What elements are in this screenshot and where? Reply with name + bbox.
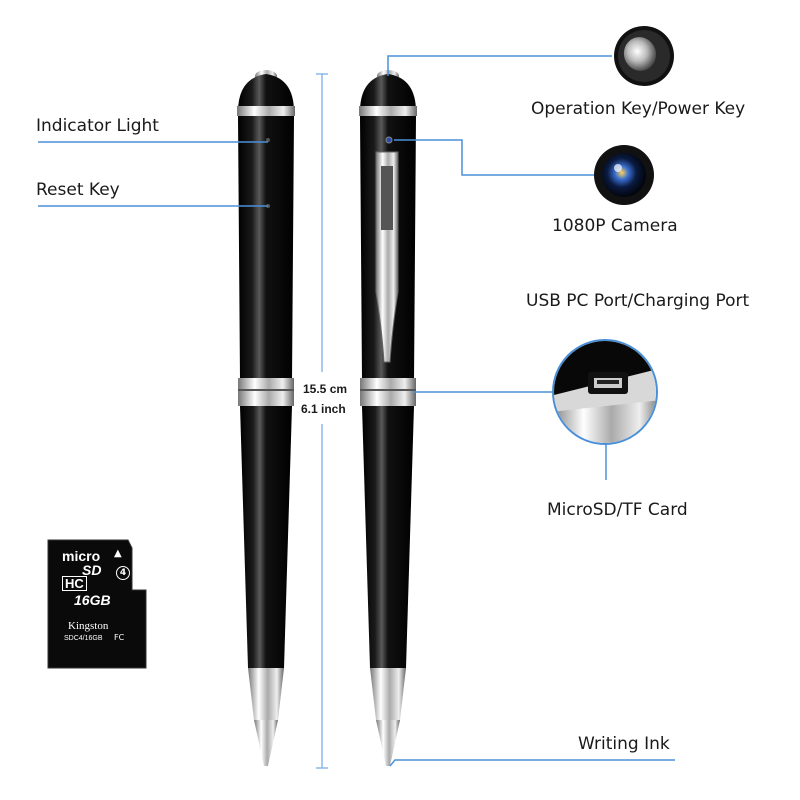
sd-hc-logo: HC bbox=[62, 576, 87, 591]
pen-right-cap bbox=[360, 74, 416, 112]
callout-camera bbox=[394, 139, 598, 176]
pen-left-cap-ring bbox=[237, 106, 295, 116]
camera-lens-dot bbox=[385, 136, 393, 144]
label-writing-ink: Writing Ink bbox=[578, 734, 670, 754]
label-microsd: MicroSD/TF Card bbox=[547, 500, 688, 520]
sd-micro-logo: micro bbox=[62, 548, 101, 564]
sd-brand: Kingston bbox=[68, 620, 109, 632]
dimension-cm: 15.5 cm bbox=[303, 382, 348, 396]
dimension-line bbox=[316, 73, 328, 769]
sd-card-text: micro ▲ SD HC 4 16GB Kingston SDC4/16GB … bbox=[48, 540, 146, 668]
sd-class-badge: 4 bbox=[116, 566, 130, 580]
pen-left-center-band bbox=[238, 378, 294, 406]
operation-key-detail bbox=[614, 26, 674, 86]
pen-right-center-band bbox=[360, 378, 416, 406]
label-usb-port: USB PC Port/Charging Port bbox=[526, 291, 750, 311]
pen-right-clip-grip bbox=[381, 166, 393, 230]
callout-writing-ink bbox=[389, 759, 675, 767]
sd-model: SDC4/16GB bbox=[64, 635, 103, 642]
label-indicator-light: Indicator Light bbox=[36, 116, 159, 136]
pen-right-tip-cone bbox=[370, 668, 406, 720]
pen-left bbox=[237, 70, 295, 766]
sd-fcc-icon: FC bbox=[114, 633, 125, 642]
pen-left-tip bbox=[254, 720, 278, 766]
dimension-inch: 6.1 inch bbox=[301, 402, 346, 416]
pen-left-lower-barrel bbox=[240, 406, 292, 668]
indicator-light-dot bbox=[266, 138, 270, 142]
label-operation-key: Operation Key/Power Key bbox=[531, 99, 746, 119]
pen-left-tip-cone bbox=[248, 668, 284, 720]
pen-left-upper-barrel bbox=[238, 116, 294, 380]
sd-sd-logo: SD bbox=[82, 562, 102, 578]
sd-capacity: 16GB bbox=[74, 592, 111, 608]
usb-port-detail bbox=[552, 339, 658, 445]
pen-left-cap bbox=[238, 74, 294, 112]
label-camera: 1080P Camera bbox=[552, 216, 678, 236]
pen-right-lower-barrel bbox=[362, 406, 414, 668]
callout-operation-key bbox=[387, 55, 612, 76]
sd-warning-icon: ▲ bbox=[114, 548, 122, 559]
camera-detail bbox=[594, 145, 654, 205]
pen-right-cap-ring bbox=[359, 106, 417, 116]
callout-lines bbox=[38, 55, 675, 767]
pen-right-tip bbox=[376, 720, 400, 766]
label-reset-key: Reset Key bbox=[36, 180, 120, 200]
pen-right bbox=[359, 70, 417, 766]
